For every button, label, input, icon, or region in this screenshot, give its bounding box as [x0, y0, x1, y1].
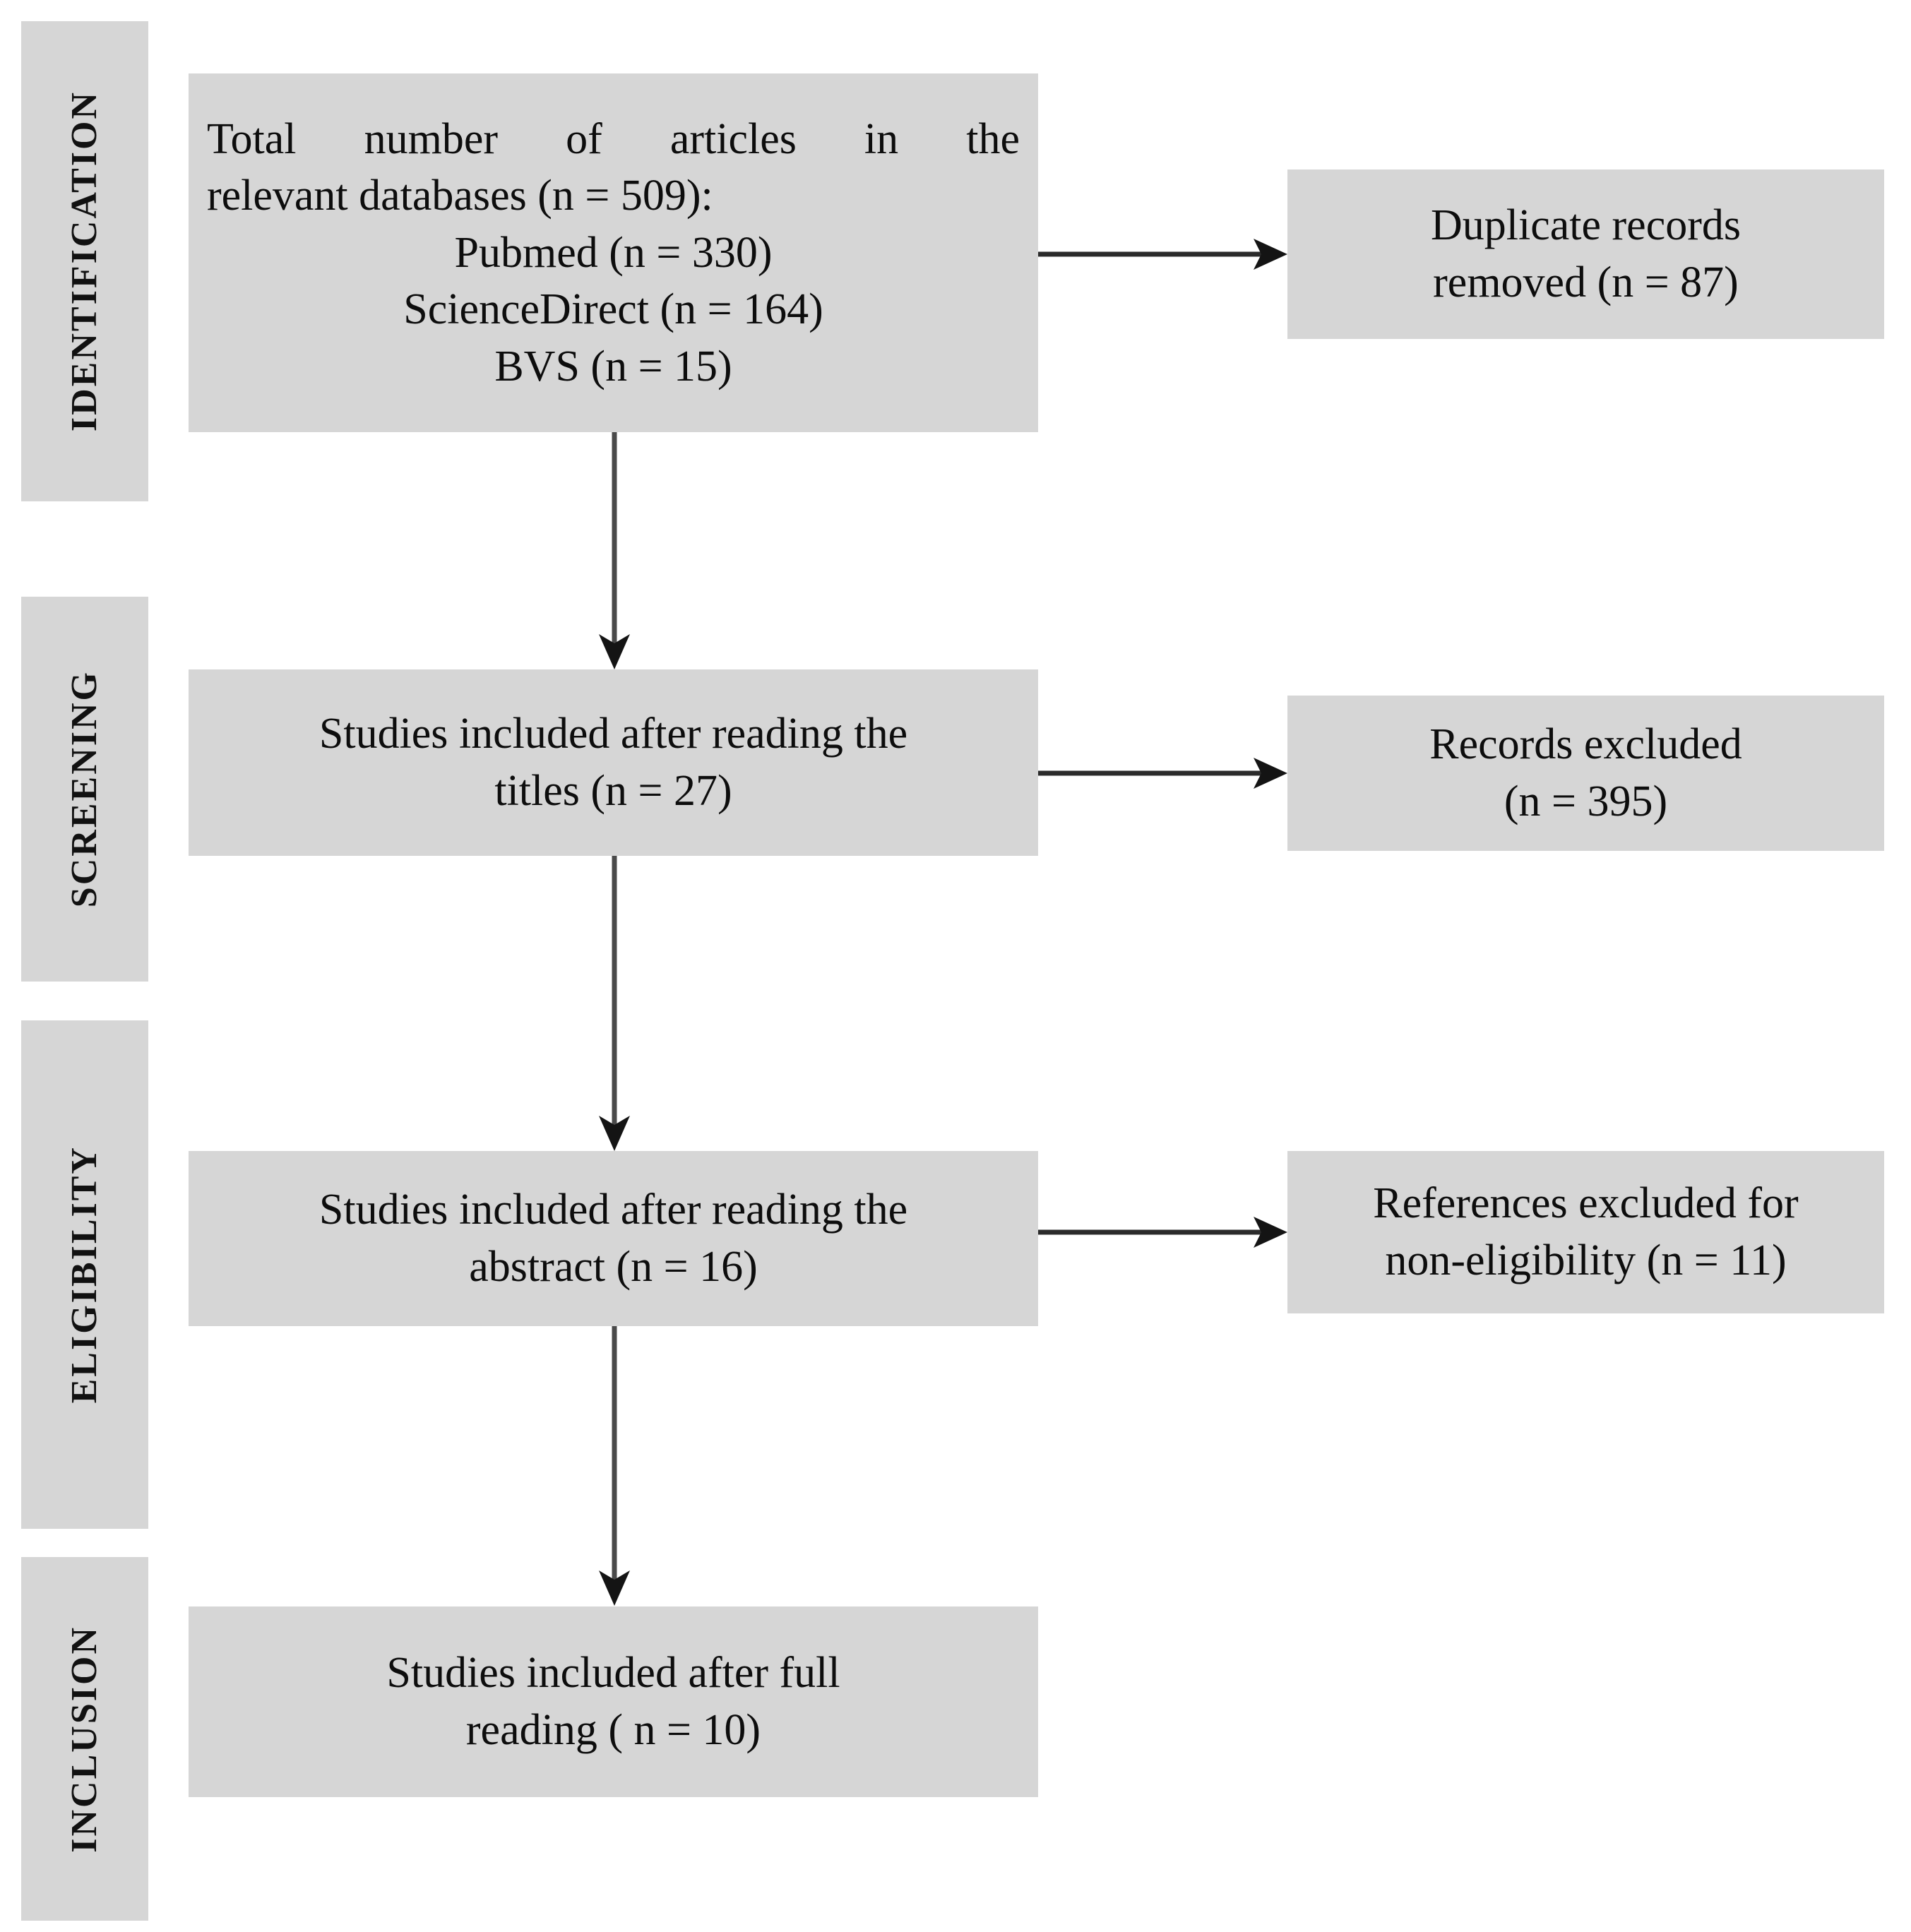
identification-main-line-2: relevant databases (n = 509):	[207, 172, 713, 220]
references-excluded-line-2: non-eligibility (n = 11)	[1385, 1236, 1787, 1284]
studies-after-full-reading-box: Studies included after full reading ( n …	[189, 1606, 1038, 1797]
studies-after-titles-text: Studies included after reading the title…	[207, 705, 1020, 819]
stage-label-eligibility: ELIGIBILITY	[64, 1145, 105, 1404]
connector-screening-to-records-excluded	[1038, 752, 1292, 794]
stage-label-inclusion: INCLUSION	[64, 1625, 105, 1853]
studies-after-full-reading-text: Studies included after full reading ( n …	[207, 1645, 1020, 1758]
duplicate-records-removed-box: Duplicate records removed (n = 87)	[1287, 169, 1884, 339]
references-excluded-box: References excluded for non-eligibility …	[1287, 1151, 1884, 1313]
duplicate-records-removed-line-1: Duplicate records	[1431, 201, 1741, 250]
records-excluded-box: Records excluded (n = 395)	[1287, 696, 1884, 851]
connector-eligibility-to-inclusion	[593, 1326, 636, 1609]
stage-label-screening: SCREENING	[64, 670, 105, 908]
connector-identification-to-duplicates	[1038, 233, 1292, 275]
identification-main-box: Total number of articles in the relevant…	[189, 73, 1038, 432]
stage-band-inclusion: INCLUSION	[21, 1557, 148, 1921]
studies-after-titles-line-1: Studies included after reading the	[318, 710, 908, 758]
studies-after-abstract-text: Studies included after reading the abstr…	[207, 1181, 1020, 1295]
identification-main-line-3: Pubmed (n = 330)	[454, 228, 773, 277]
records-excluded-text: Records excluded (n = 395)	[1306, 716, 1866, 830]
stage-band-eligibility: ELIGIBILITY	[21, 1020, 148, 1529]
studies-after-full-reading-line-1: Studies included after full	[386, 1649, 840, 1698]
studies-after-abstract-line-2: abstract (n = 16)	[469, 1243, 758, 1291]
connector-eligibility-to-references-excluded	[1038, 1211, 1292, 1253]
studies-after-abstract-box: Studies included after reading the abstr…	[189, 1151, 1038, 1326]
studies-after-titles-line-2: titles (n = 27)	[494, 767, 732, 815]
identification-main-line-4: ScienceDirect (n = 164)	[403, 285, 823, 334]
references-excluded-line-1: References excluded for	[1373, 1179, 1799, 1228]
duplicate-records-removed-line-2: removed (n = 87)	[1433, 258, 1739, 306]
studies-after-titles-box: Studies included after reading the title…	[189, 669, 1038, 856]
references-excluded-text: References excluded for non-eligibility …	[1306, 1175, 1866, 1289]
studies-after-full-reading-line-2: reading ( n = 10)	[465, 1706, 761, 1754]
connector-screening-to-eligibility	[593, 856, 636, 1154]
connector-identification-to-screening	[593, 432, 636, 672]
records-excluded-line-1: Records excluded	[1429, 720, 1742, 769]
records-excluded-line-2: (n = 395)	[1504, 777, 1668, 825]
studies-after-abstract-line-1: Studies included after reading the	[318, 1186, 908, 1234]
duplicate-records-removed-text: Duplicate records removed (n = 87)	[1306, 197, 1866, 311]
stage-band-screening: SCREENING	[21, 597, 148, 982]
stage-label-identification: IDENTIFICATION	[64, 90, 105, 432]
identification-main-line-5: BVS (n = 15)	[494, 342, 732, 390]
identification-main-line-1: Total number of articles in the	[207, 114, 1020, 163]
identification-main-text: Total number of articles in the relevant…	[207, 111, 1020, 395]
stage-band-identification: IDENTIFICATION	[21, 21, 148, 501]
